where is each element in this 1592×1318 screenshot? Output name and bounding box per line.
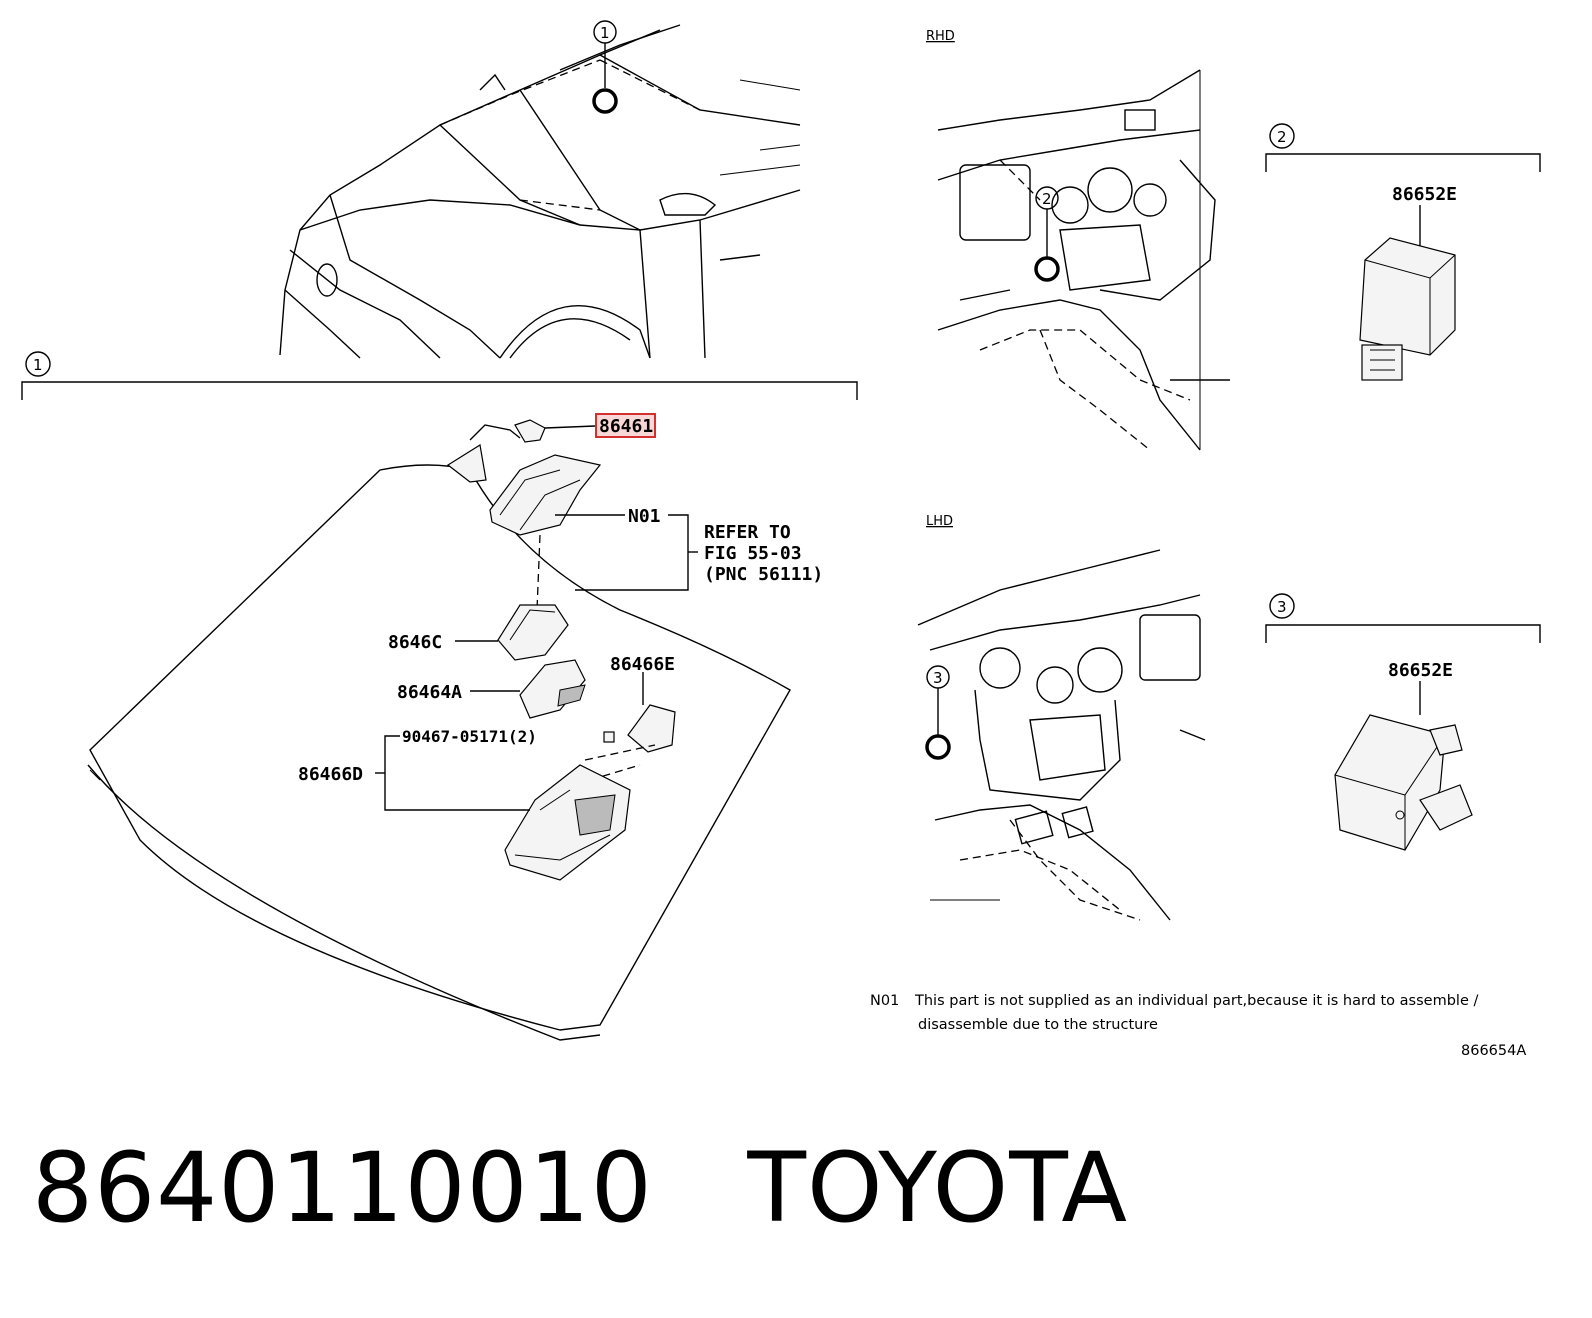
guide-line-1 <box>536 534 541 611</box>
callout-2-rhd-label: 2 <box>1042 190 1052 208</box>
footer-brand: TOYOTA <box>747 1132 1129 1244</box>
lhd-label: LHD <box>926 514 953 529</box>
section-2-label: 2 <box>1277 128 1287 146</box>
bracket-86466d <box>375 735 530 811</box>
note-line-1: This part is not supplied as an individu… <box>914 993 1478 1009</box>
refer-line-1: REFER TO <box>704 522 791 543</box>
bracket-refer <box>575 514 698 591</box>
part-screw <box>603 731 615 743</box>
car-front-illustration <box>279 24 801 359</box>
part-86464a <box>470 659 586 719</box>
label-86652e-lhd[interactable]: 86652E <box>1388 660 1453 681</box>
part-86652e-lhd <box>1334 714 1473 851</box>
section-1-bracket: 1 <box>21 351 858 400</box>
part-8646c <box>455 604 569 661</box>
note-line-2: disassemble due to the structure <box>918 1017 1158 1033</box>
callout-3-lhd-label: 3 <box>933 669 943 687</box>
label-86464a[interactable]: 86464A <box>397 682 462 703</box>
part-86466d-cover <box>504 764 631 881</box>
highlight-box <box>595 413 656 438</box>
callout-2-rhd: 2 <box>1034 186 1060 282</box>
rhd-label: RHD <box>926 29 955 44</box>
rhd-dashboard-illustration <box>937 69 1230 451</box>
label-n01[interactable]: N01 <box>628 506 661 527</box>
refer-line-3: (PNC 56111) <box>704 564 823 585</box>
guide-line-2 <box>584 744 656 761</box>
part-86652e-rhd <box>1359 237 1456 381</box>
callout-3-lhd: 3 <box>925 665 951 760</box>
label-screw[interactable]: 90467-05171(2) <box>402 727 537 746</box>
note-code: N01 <box>870 993 899 1009</box>
refer-line-2: FIG 55-03 <box>704 543 802 564</box>
label-86461[interactable]: 86461 <box>599 416 653 437</box>
part-86466e <box>627 672 676 753</box>
windshield <box>87 464 791 1041</box>
figure-id: 866654A <box>1461 1043 1526 1059</box>
callout-1-car-label: 1 <box>600 24 610 42</box>
label-8646c[interactable]: 8646C <box>388 632 442 653</box>
section-3-label: 3 <box>1277 598 1287 616</box>
part-bracket-n01 <box>489 454 625 536</box>
part-86461-harness <box>446 419 596 483</box>
guide-line-3 <box>589 764 641 781</box>
section-2-bracket: 2 <box>1265 123 1541 172</box>
label-86466d[interactable]: 86466D <box>298 764 363 785</box>
section-1-label: 1 <box>33 356 43 374</box>
callout-1-car: 1 <box>592 20 618 114</box>
footer-part-number: 8640110010 <box>32 1132 653 1244</box>
footer-title: 8640110010 TOYOTA <box>32 1140 1128 1236</box>
lhd-dashboard-illustration <box>917 549 1206 921</box>
section-3-bracket: 3 <box>1265 593 1541 643</box>
label-86652e-rhd[interactable]: 86652E <box>1392 184 1457 205</box>
label-86466e[interactable]: 86466E <box>610 654 675 675</box>
